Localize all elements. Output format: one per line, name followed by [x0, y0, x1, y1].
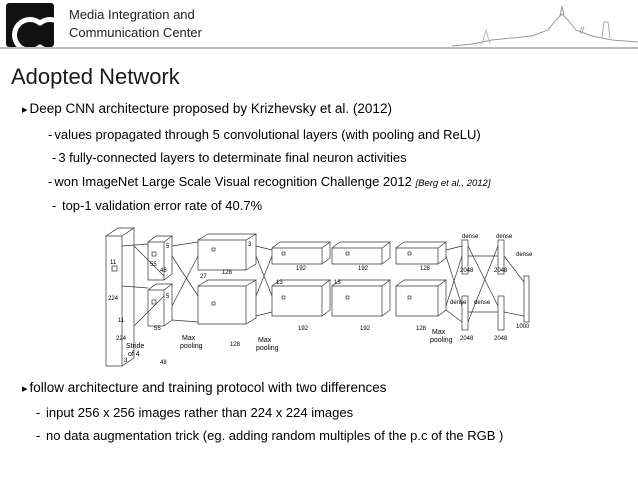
florence-skyline-illustration: ff: [452, 5, 638, 47]
dim-label: 11: [118, 318, 125, 324]
dim-label: 5: [166, 294, 170, 300]
bullet-arrow-icon: ▸: [22, 383, 28, 395]
dash-icon: -: [36, 428, 41, 443]
dim-label: 48: [160, 360, 167, 366]
sub-bullet-1-4: - top-1 validation error rate of 40.7%: [52, 198, 262, 214]
maxpool-label: Max: [258, 337, 272, 344]
citation: [Berg et al., 2012]: [415, 178, 491, 189]
logo-arc-right: [32, 17, 68, 53]
org-name-line2: Communication Center: [69, 25, 202, 40]
maxpool-label: Max: [182, 335, 196, 342]
dim-label: 27: [200, 274, 207, 280]
dim-label: 48: [160, 268, 167, 274]
dim-label: 55: [154, 326, 161, 332]
neuron-count-label: 2048: [494, 336, 508, 342]
dense-label: dense: [496, 234, 513, 240]
sub-bullet-1-3-text: won ImageNet Large Scale Visual recognit…: [54, 174, 412, 189]
dim-label: 128: [416, 326, 427, 332]
header: Media Integration and Communication Cent…: [0, 0, 638, 54]
org-name: Media Integration and Communication Cent…: [69, 6, 202, 42]
dim-label: 224: [108, 296, 119, 302]
dim-label: 192: [360, 326, 371, 332]
bullet-2: ▸follow architecture and training protoc…: [22, 380, 386, 397]
dim-label: 55: [150, 262, 157, 268]
header-divider: [0, 47, 638, 49]
dense-label: dense: [516, 252, 533, 258]
stride-label: of 4: [128, 351, 140, 358]
dense-label: dense: [474, 300, 491, 306]
sub-bullet-2-2: - no data augmentation trick (eg. adding…: [36, 428, 503, 444]
neuron-count-label: 2048: [460, 268, 474, 274]
dash-icon: -: [52, 150, 57, 165]
dim-label: 224: [116, 336, 127, 342]
maxpool-label: pooling: [180, 343, 203, 350]
bullet-1-text: Deep CNN architecture proposed by Krizhe…: [29, 101, 392, 116]
neuron-count-label: 2048: [494, 268, 508, 274]
dim-label: 192: [296, 266, 307, 272]
dash-icon: -: [52, 198, 57, 213]
dim-label: 5: [166, 244, 170, 250]
slide-title: Adopted Network: [11, 64, 180, 89]
dim-label: 13: [276, 280, 283, 286]
dim-label: 11: [110, 260, 117, 266]
dash-icon: -: [48, 127, 53, 142]
stride-label: Stride: [126, 343, 144, 350]
neuron-count-label: 2048: [460, 336, 474, 342]
dense-label: dense: [462, 234, 479, 240]
svg-text:ff: ff: [580, 26, 585, 34]
neuron-count-label: 1000: [516, 324, 530, 330]
dash-icon: -: [36, 405, 41, 420]
sub-bullet-2-1: - input 256 x 256 images rather than 224…: [36, 405, 353, 421]
cnn-architecture-diagram: 224 224 3 11 11 Stride of 4 5 5 55 48 48…: [105, 227, 533, 367]
sub-bullet-1-1-text: values propagated through 5 convolutiona…: [54, 127, 481, 142]
dim-label: 192: [298, 326, 309, 332]
sub-bullet-1-3: -won ImageNet Large Scale Visual recogni…: [48, 174, 490, 192]
dim-label: 128: [230, 342, 241, 348]
bullet-2-text: follow architecture and training protoco…: [29, 380, 387, 395]
bullet-1: ▸Deep CNN architecture proposed by Krizh…: [22, 101, 392, 118]
dash-icon: -: [48, 174, 53, 189]
maxpool-label: pooling: [430, 337, 453, 344]
logo-arc-left: [12, 17, 48, 53]
dim-label: 128: [420, 266, 431, 272]
dim-label: 128: [222, 270, 233, 276]
sub-bullet-1-4-text: top-1 validation error rate of 40.7%: [61, 198, 263, 213]
sub-bullet-2-2-text: no data augmentation trick (eg. adding r…: [45, 428, 504, 443]
dim-label: 13: [334, 280, 341, 286]
maxpool-label: Max: [432, 329, 446, 336]
sub-bullet-2-1-text: input 256 x 256 images rather than 224 x…: [45, 405, 354, 420]
sub-bullet-1-2-text: 3 fully-connected layers to determinate …: [58, 150, 407, 165]
dim-label: 192: [358, 266, 369, 272]
dim-label: 3: [124, 358, 128, 364]
sub-bullet-1-2: -3 fully-connected layers to determinate…: [52, 150, 407, 166]
dim-label: 3: [248, 242, 252, 248]
maxpool-label: pooling: [256, 345, 279, 352]
sub-bullet-1-1: -values propagated through 5 convolution…: [48, 127, 481, 143]
dense-label: dense: [450, 300, 467, 306]
micc-logo: [6, 3, 68, 53]
bullet-arrow-icon: ▸: [22, 104, 28, 116]
org-name-line1: Media Integration and: [69, 7, 195, 22]
